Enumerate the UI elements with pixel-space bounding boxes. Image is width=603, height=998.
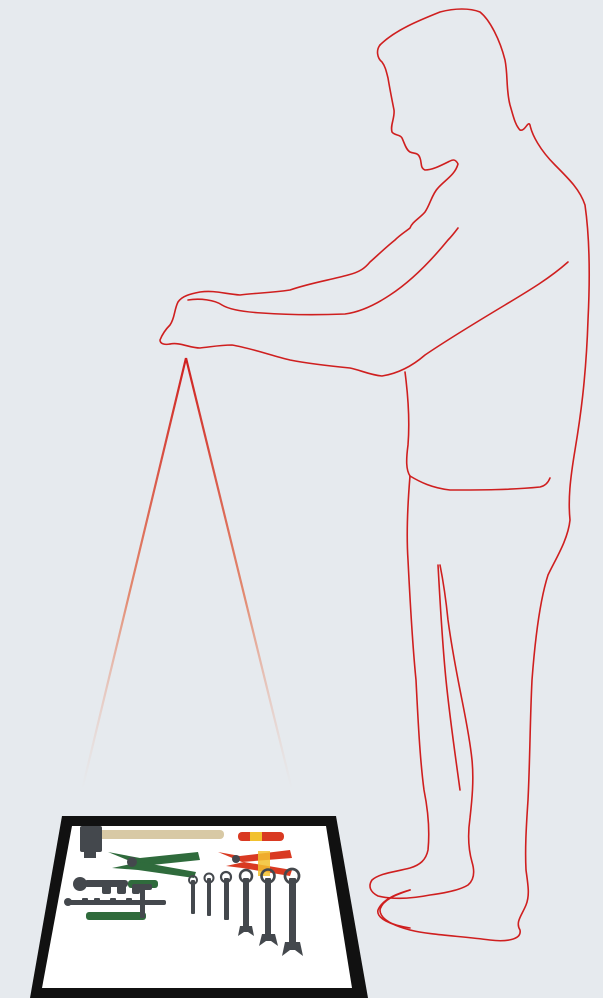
person-back-shoe [378,890,410,928]
person-front-leg [370,476,474,898]
screwdriver [238,832,284,841]
person-leg-crease [438,565,460,790]
laser-beam [82,358,292,790]
person-outline [160,9,589,941]
person-hand [170,262,568,376]
tool-shadow-board [30,816,368,998]
person-belt [410,476,550,490]
person-forearm-upper [188,228,458,315]
person-back-contour [380,9,589,941]
person-torso-front [405,372,410,476]
